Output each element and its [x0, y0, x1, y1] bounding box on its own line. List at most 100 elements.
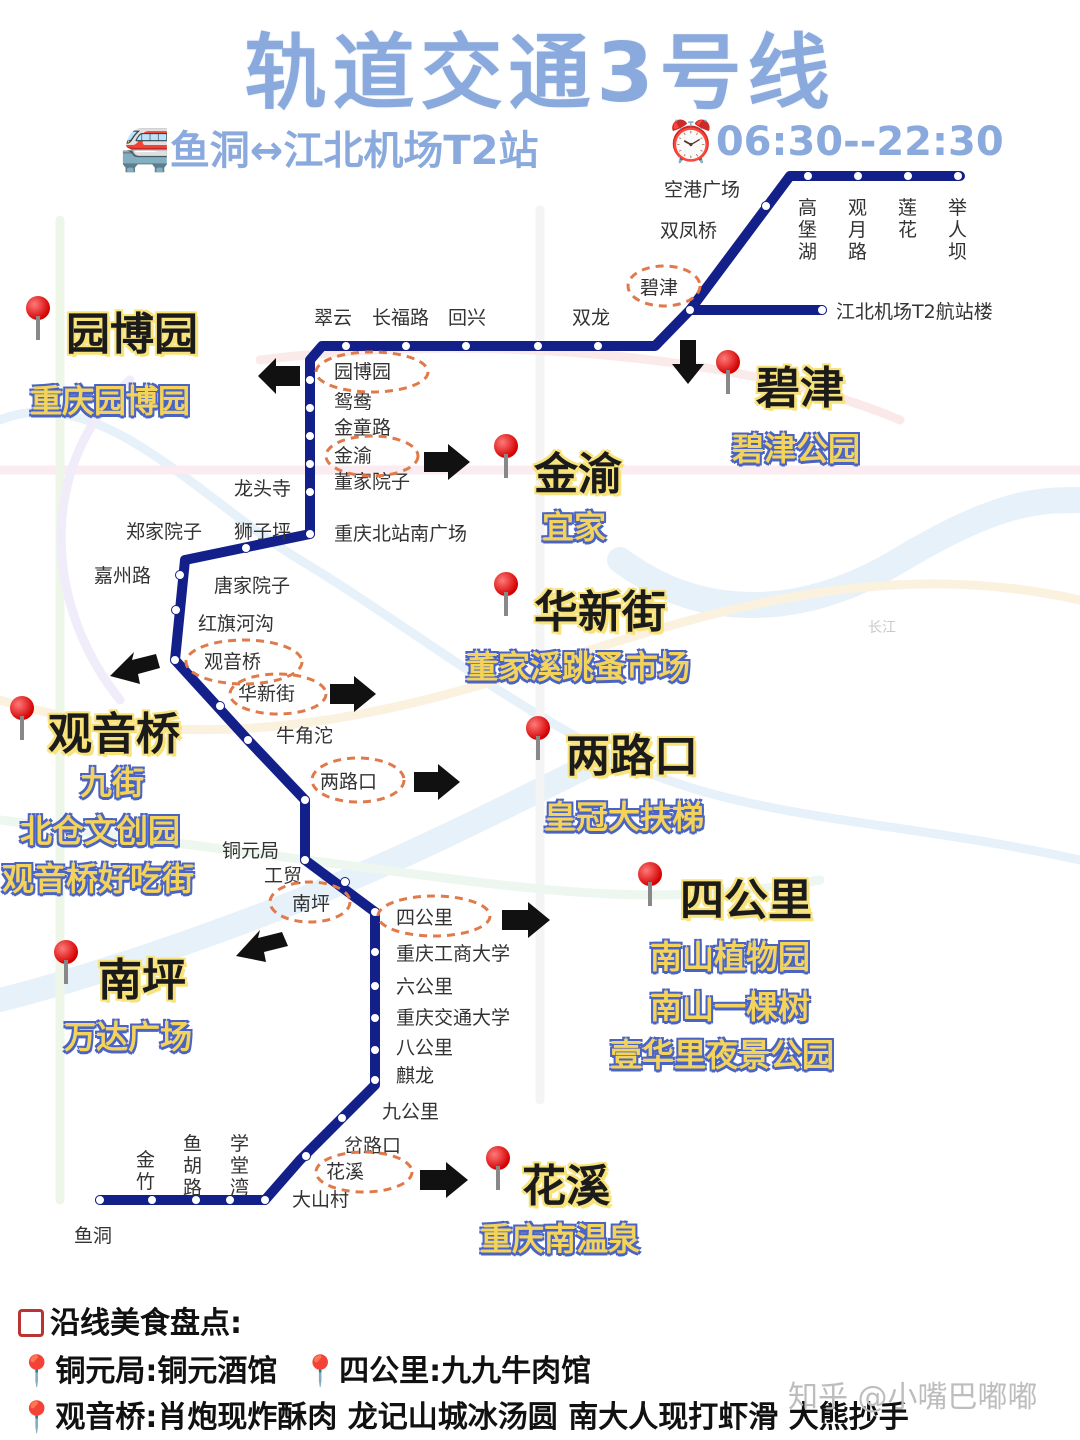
- station-gaobaohu-char: 堡: [798, 219, 817, 241]
- station-tongyuanju: 铜元局: [222, 840, 279, 862]
- station-gongmao: 工贸: [264, 865, 302, 887]
- station-changfu: 长福路: [372, 307, 429, 329]
- station-sigongli: 四公里: [396, 907, 453, 929]
- station-dot: [401, 341, 411, 351]
- food-heading: 沿线美食盘点:: [18, 1298, 242, 1342]
- station-dot: [305, 459, 315, 469]
- station-shiziping: 狮子坪: [234, 521, 291, 543]
- bento-icon: [18, 1309, 44, 1337]
- station-gaobaohu-char: 高: [798, 197, 817, 219]
- station-dot: [370, 981, 380, 991]
- highlight-sigongli-item: 南山植物园: [650, 938, 811, 976]
- highlight-sigongli-item: 壹华里夜景公园: [610, 1036, 835, 1074]
- station-tangjiayuanzi: 唐家院子: [214, 575, 290, 597]
- arrow-left-icon: [236, 930, 288, 962]
- station-dot: [241, 543, 251, 553]
- highlight-guanyinqiao-item: 九街: [80, 764, 145, 802]
- pin-icon: [26, 296, 50, 340]
- station-dot: [370, 1013, 380, 1023]
- station-dot: [243, 735, 253, 745]
- station-dot: [260, 1195, 270, 1205]
- station-yuhulu-char: 鱼: [183, 1133, 202, 1155]
- highlight-bijin-title: 碧津: [755, 362, 845, 415]
- pin-icon: [526, 716, 550, 760]
- station-lianglukou: 两路口: [320, 771, 377, 793]
- station-dot: [761, 201, 771, 211]
- station-longtousi: 龙头寺: [234, 478, 291, 500]
- station-dot: [685, 305, 695, 315]
- arrow-left-icon: [258, 358, 300, 394]
- station-jinzhu-char: 金: [136, 1149, 155, 1171]
- watermark: 知乎 @小嘴巴嘟嘟: [788, 1380, 1038, 1415]
- pin-icon: [494, 572, 518, 616]
- pin-icon: [10, 696, 34, 740]
- highlight-bijin-item: 碧津公园: [732, 430, 861, 468]
- arrow-right-icon: [424, 444, 470, 480]
- station-xuetangwan-char: 堂: [230, 1155, 249, 1177]
- station-niaoxi: 鸳鸯: [334, 391, 372, 413]
- pin-icon: [486, 1146, 510, 1190]
- pin-icon: [54, 940, 78, 984]
- station-dot: [305, 375, 315, 385]
- highlight-nanping-title: 南坪: [97, 954, 187, 1007]
- station-dot: [225, 1195, 235, 1205]
- station-dot: [370, 1045, 380, 1055]
- station-guanyueyue-char: 观: [848, 197, 867, 219]
- highlight-lianglukou-item: 皇冠大扶梯: [544, 798, 705, 836]
- station-shuangfengqiao: 双凤桥: [660, 220, 717, 242]
- station-airport: 江北机场T2航站楼: [836, 301, 993, 323]
- station-dot: [305, 529, 315, 539]
- station-chongqingbei: 重庆北站南广场: [334, 523, 467, 545]
- highlight-sigongli-title: 四公里: [679, 874, 813, 927]
- highlight-jinyu-item: 宜家: [542, 508, 607, 546]
- station-dot: [817, 305, 827, 315]
- station-dongjiayuanzi: 董家院子: [334, 471, 410, 493]
- station-jinyu: 金渝: [334, 445, 372, 467]
- highlight-yuanboyuan-title: 园博园: [65, 308, 199, 361]
- route-subtitle: 🚝鱼洞↔江北机场T2站: [120, 128, 539, 174]
- highlight-yuanboyuan-item: 重庆园博园: [30, 382, 191, 420]
- station-qilong: 麒龙: [396, 1065, 434, 1087]
- station-gongshang: 重庆工商大学: [396, 943, 510, 965]
- station-yuhulu-char: 路: [183, 1177, 202, 1199]
- station-dot: [370, 1075, 380, 1085]
- station-dot: [370, 947, 380, 957]
- station-jiugongli: 九公里: [382, 1101, 439, 1123]
- pointer-arrows: [110, 340, 704, 1198]
- highlight-nanping-item: 万达广场: [64, 1018, 193, 1056]
- station-dot: [171, 605, 181, 615]
- food-line-1: 📍铜元局:铜元酒馆 📍四公里:九九牛肉馆: [18, 1354, 592, 1389]
- station-dot: [953, 171, 963, 181]
- station-shuanglong: 双龙: [572, 307, 610, 329]
- background-labels: 长江: [868, 620, 896, 636]
- station-zhengjiayuanzi: 郑家院子: [126, 521, 202, 543]
- svg-text:长江: 长江: [868, 620, 896, 636]
- station-dot: [300, 795, 310, 805]
- highlight-lianglukou-title: 两路口: [565, 730, 699, 783]
- station-dot: [95, 1195, 105, 1205]
- station-dot: [337, 1113, 347, 1123]
- station-dot: [853, 171, 863, 181]
- station-bagongli: 八公里: [396, 1037, 453, 1059]
- station-dot: [300, 855, 310, 865]
- station-dashancun: 大山村: [292, 1189, 349, 1211]
- station-xuetangwan-char: 湾: [230, 1177, 249, 1199]
- station-huaxi: 花溪: [326, 1161, 364, 1183]
- train-icon: 🚝: [120, 128, 170, 174]
- highlight-guanyinqiao-item: 观音桥好吃街: [2, 860, 195, 898]
- pin-icon: [716, 350, 740, 394]
- arrow-right-icon: [330, 676, 376, 712]
- station-bijin: 碧津: [640, 277, 678, 299]
- station-guanyinqiao: 观音桥: [204, 651, 261, 673]
- station-liugongli: 六公里: [396, 976, 453, 998]
- arrow-right-icon: [502, 902, 550, 938]
- highlight-guanyinqiao-item: 北仓文创园: [20, 812, 181, 850]
- station-jiaotong: 重庆交通大学: [396, 1007, 510, 1029]
- station-kongganguangchang: 空港广场: [664, 179, 740, 201]
- station-guanyueyue-char: 月: [848, 219, 867, 241]
- highlight-jinyu-title: 金渝: [533, 448, 623, 501]
- station-dot: [215, 701, 225, 711]
- station-dot: [340, 877, 350, 887]
- station-dot: [593, 341, 603, 351]
